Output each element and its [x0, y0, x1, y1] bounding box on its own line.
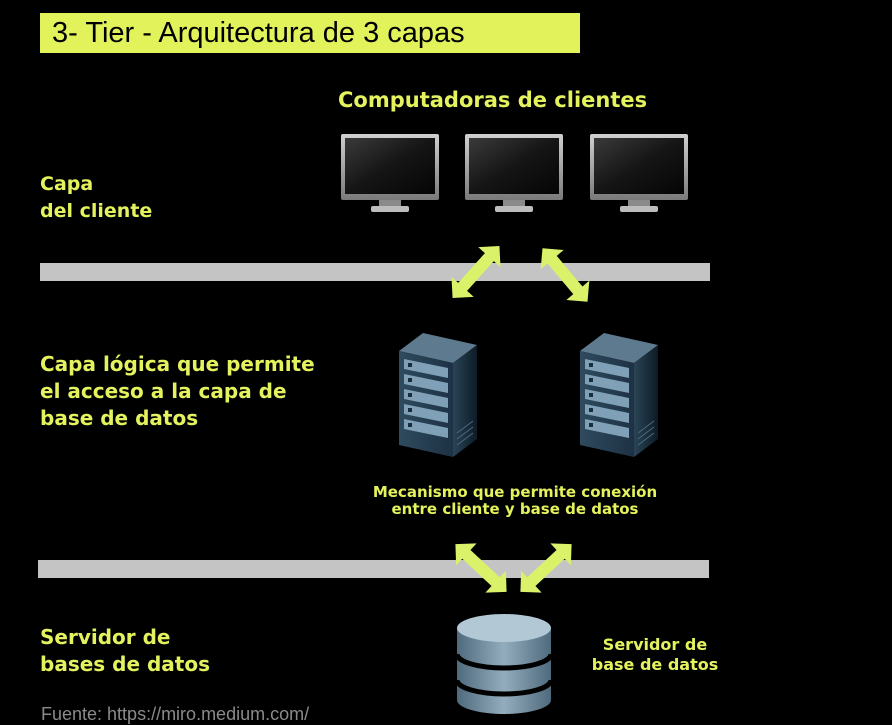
database-icon [454, 614, 554, 714]
logic-layer-label-line: base de datos [40, 406, 199, 430]
client-layer-label-line: Capa [40, 173, 94, 195]
client-monitor-icon [465, 134, 563, 212]
database-caption: Servidor de base de datos [575, 635, 735, 675]
database-caption-line: base de datos [591, 655, 719, 674]
mechanism-caption: Mecanismo que permite conexión entre cli… [340, 484, 690, 518]
server-rack-icon [398, 332, 478, 458]
double-arrow-icon [441, 235, 511, 309]
double-arrow-icon [531, 238, 599, 312]
db-server-layer-label-line: Servidor de [40, 625, 171, 649]
database-caption-line: Servidor de [602, 635, 708, 654]
mechanism-caption-line: Mecanismo que permite conexión [372, 483, 658, 501]
server-rack-icon [579, 332, 659, 458]
client-monitor-icon [590, 134, 688, 212]
client-monitor-icon [341, 134, 439, 212]
source-citation: Fuente: https://miro.medium.com/ [41, 704, 310, 724]
logic-layer-label-line: el acceso a la capa de [40, 379, 287, 403]
clients-heading: Computadoras de clientes [338, 88, 648, 112]
logic-layer-label: Capa lógica que permite el acceso a la c… [40, 351, 315, 432]
double-arrow-icon [510, 533, 582, 603]
logic-layer-label-line: Capa lógica que permite [40, 352, 315, 376]
db-server-layer-label: Servidor de bases de datos [40, 624, 210, 678]
diagram-title: 3- Tier - Arquitectura de 3 capas [40, 13, 580, 53]
client-layer-label: Capa del cliente [40, 171, 152, 225]
client-layer-label-line: del cliente [40, 200, 153, 222]
mechanism-caption-line: entre cliente y base de datos [391, 500, 639, 518]
double-arrow-icon [445, 533, 517, 603]
db-server-layer-label-line: bases de datos [40, 652, 211, 676]
